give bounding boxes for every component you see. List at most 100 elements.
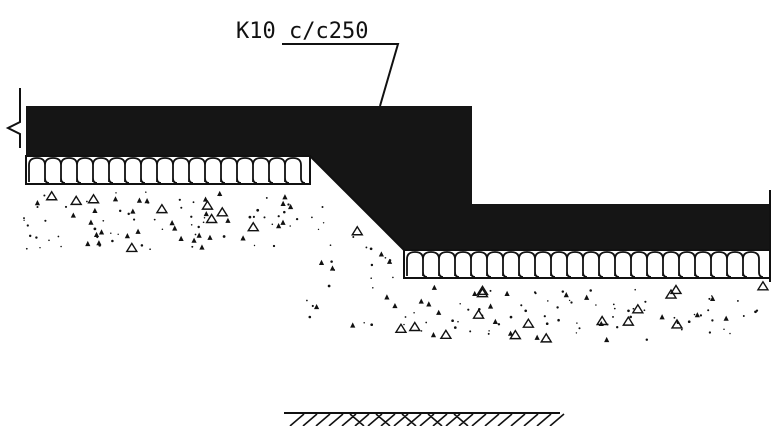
gravel-dot	[161, 228, 164, 231]
gravel-stone	[384, 294, 390, 300]
gravel-dot	[35, 236, 38, 239]
lower-insulation	[403, 249, 771, 279]
gravel-dot	[202, 221, 205, 224]
gravel-stone	[288, 203, 294, 210]
concrete-slab	[26, 106, 770, 250]
gravel-stone	[276, 223, 282, 229]
gravel-stone	[472, 290, 478, 297]
gravel-dot	[180, 206, 183, 209]
gravel-dot	[509, 315, 513, 319]
gravel-dot	[570, 301, 573, 304]
gravel-dot	[329, 244, 332, 247]
gravel-stone	[476, 287, 489, 298]
gravel-stone	[216, 206, 229, 217]
gravel-dot	[149, 248, 151, 251]
gravel-dot	[252, 215, 255, 218]
gravel-dot	[25, 247, 28, 250]
gravel-dot	[644, 300, 647, 303]
gravel-dot	[612, 303, 615, 306]
gravel-stone	[539, 332, 553, 343]
gravel-dot	[629, 315, 632, 319]
gravel-dot	[26, 224, 29, 227]
gravel-dot	[369, 247, 373, 251]
gravel-stone	[522, 317, 535, 328]
gravel-dot	[612, 315, 614, 318]
gravel-dot	[194, 233, 197, 236]
gravel-dot	[645, 338, 649, 341]
gravel-stone	[756, 280, 770, 291]
gravel-stone	[392, 302, 398, 309]
gravel-dot	[308, 315, 312, 319]
gravel-dot	[153, 218, 156, 221]
gravel-dot	[561, 290, 565, 293]
gravel-stone	[329, 265, 336, 271]
gravel-dot	[392, 276, 394, 279]
gravel-stone	[172, 225, 178, 231]
gravel-stone	[534, 334, 540, 340]
gravel-dot	[28, 234, 32, 238]
gravel-dot	[86, 200, 88, 203]
gravel-dot	[487, 332, 490, 335]
gravel-stone	[487, 303, 494, 309]
gravel-stone	[563, 292, 569, 298]
gravel-dot	[384, 256, 387, 259]
gravel-stone	[280, 200, 286, 206]
gravel-stone	[207, 234, 213, 240]
gravel-stone	[202, 196, 209, 202]
gravel-dot	[372, 287, 374, 289]
gravel-dot	[283, 210, 286, 214]
gravel-dot	[453, 326, 457, 329]
gravel-dot	[469, 330, 472, 333]
gravel-stone	[70, 212, 76, 218]
gravel-stone	[280, 219, 286, 225]
gravel-dot	[632, 307, 635, 310]
gravel-stone	[130, 208, 136, 214]
gravel-stone	[622, 315, 635, 326]
gravel-stone	[87, 193, 100, 204]
gravel-stone	[436, 309, 442, 315]
gravel-stone	[509, 329, 522, 340]
gravel-dot	[191, 245, 194, 248]
gravel-dot	[547, 300, 549, 302]
gravel-dot	[110, 232, 112, 234]
gravel-stone	[246, 221, 260, 232]
gravel-dot	[36, 205, 39, 209]
gravel-stone	[472, 308, 485, 319]
gravel-stone	[431, 284, 437, 290]
gravel-dot	[363, 322, 365, 324]
gravel-dot	[613, 307, 616, 310]
gravel-dot	[23, 217, 25, 220]
gravel-dot	[48, 239, 50, 242]
gravel-stone	[34, 199, 41, 206]
gravel-dot	[370, 323, 374, 327]
gravel-dot	[352, 236, 355, 238]
gravel-dot	[634, 288, 636, 291]
gravel-dot	[64, 205, 68, 208]
gravel-dot	[481, 314, 484, 317]
gravel-dot	[197, 225, 200, 229]
gravel-dot	[44, 219, 47, 222]
gravel-dot	[277, 215, 280, 218]
rebar-annotation: K10 c/c250	[236, 19, 368, 44]
gravel-dot	[404, 316, 407, 318]
gravel-stone	[135, 228, 141, 234]
gravel-dot	[467, 308, 470, 311]
gravel-stone	[631, 303, 645, 314]
gravel-dot	[330, 260, 333, 263]
gravel-stone	[604, 336, 610, 343]
step-edge-line	[309, 155, 405, 251]
gravel-stone	[670, 318, 684, 329]
gravel-stone	[203, 210, 209, 217]
gravel-stone	[98, 229, 105, 235]
gravel-dot	[311, 216, 313, 219]
gravel-dot	[524, 309, 528, 313]
gravel-dot	[203, 216, 206, 219]
gravel-dot	[693, 313, 696, 316]
gravel-dot	[403, 323, 405, 326]
gravel-dot	[699, 314, 703, 317]
gravel-dot	[606, 323, 609, 326]
gravel-stone	[96, 240, 102, 246]
gravel-dot	[145, 191, 147, 193]
gravel-dot	[115, 192, 117, 194]
gravel-stone	[598, 320, 604, 327]
